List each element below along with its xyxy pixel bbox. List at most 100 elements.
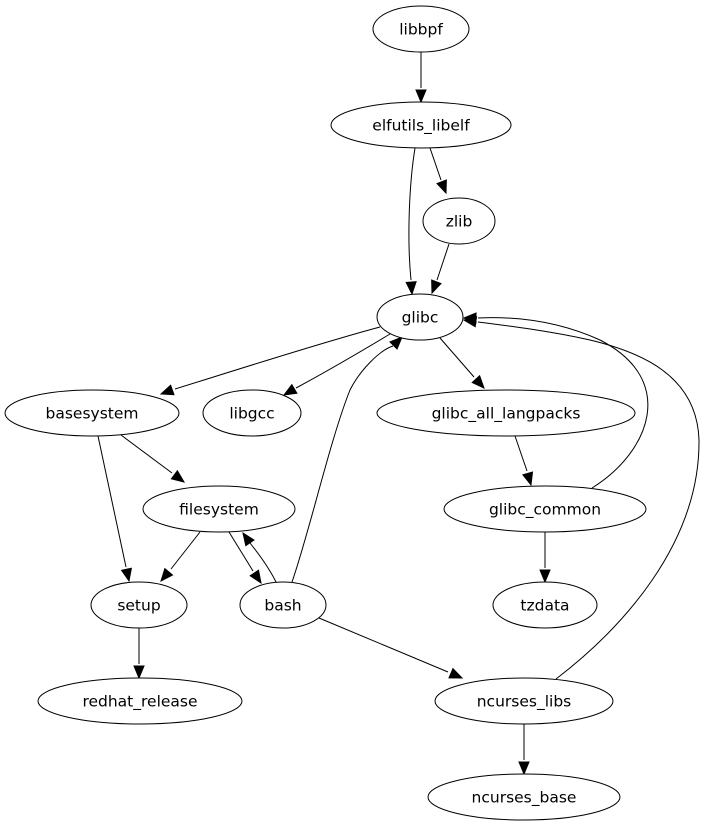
node-ellipse <box>427 773 621 821</box>
edge-line <box>477 321 700 680</box>
node-label: tzdata <box>520 597 569 615</box>
node-ncurses-base: ncurses_base <box>427 773 621 821</box>
edge-line <box>170 531 201 570</box>
edge-zlib-to-glibc <box>431 243 450 295</box>
arrowhead-icon <box>415 89 427 104</box>
node-ellipse <box>37 677 243 725</box>
node-label: basesystem <box>46 405 139 423</box>
arrowhead-icon <box>133 665 145 680</box>
arrowhead-icon <box>462 316 478 328</box>
edge-elfutils_libelf-to-glibc <box>405 147 417 296</box>
edge-line <box>174 326 381 390</box>
node-ellipse <box>422 197 496 245</box>
node-libbpf: libbpf <box>372 5 470 53</box>
edge-line <box>439 337 475 378</box>
edge-line <box>477 317 649 489</box>
edge-glibc-to-glibc_all_langpacks <box>439 337 485 389</box>
arrowhead-icon <box>522 471 534 487</box>
node-ellipse <box>330 101 512 149</box>
node-label: bash <box>264 597 301 615</box>
arrowhead-icon <box>436 179 447 195</box>
node-label: elfutils_libelf <box>372 117 470 136</box>
edge-line <box>97 435 127 568</box>
arrowhead-icon <box>242 531 255 547</box>
node-ellipse <box>443 485 647 533</box>
node-glibc-all-langpacks: glibc_all_langpacks <box>376 389 636 437</box>
edge-libbpf-to-elfutils_libelf <box>415 52 427 104</box>
edge-bash-to-ncurses_libs <box>318 617 464 679</box>
node-label: zlib <box>446 213 473 231</box>
node-label: glibc_all_langpacks <box>432 405 581 424</box>
node-ellipse <box>202 389 302 437</box>
node-label: libgcc <box>229 405 274 423</box>
arrowhead-icon <box>405 281 417 296</box>
node-zlib: zlib <box>422 197 496 245</box>
arrowhead-icon <box>431 279 442 295</box>
edge-glibc_common-to-tzdata <box>539 532 551 584</box>
node-ncurses-libs: ncurses_libs <box>434 677 614 725</box>
node-glibc: glibc <box>376 293 464 341</box>
edge-line <box>429 147 442 181</box>
node-ellipse <box>434 677 614 725</box>
arrowhead-icon <box>389 336 403 350</box>
edge-glibc-to-libgcc <box>282 333 391 396</box>
node-filesystem: filesystem <box>142 485 296 533</box>
node-label: redhat_release <box>82 693 197 712</box>
node-ellipse <box>142 485 296 533</box>
edge-line <box>318 617 449 673</box>
node-ellipse <box>492 581 598 629</box>
node-ellipse <box>4 389 180 437</box>
node-ellipse <box>372 5 470 53</box>
edges-layer <box>97 52 700 776</box>
edge-line <box>249 542 277 583</box>
edge-line <box>295 333 391 389</box>
node-setup: setup <box>90 581 188 629</box>
edge-bash-to-glibc <box>291 336 403 583</box>
node-redhat-release: redhat_release <box>37 677 243 725</box>
edge-line <box>291 345 394 583</box>
node-label: glibc <box>402 309 439 327</box>
edge-glibc-to-basesystem <box>159 326 381 396</box>
edge-line <box>514 435 528 472</box>
edge-filesystem-to-setup <box>160 531 201 582</box>
node-ellipse <box>90 581 188 629</box>
arrowhead-icon <box>249 569 262 585</box>
node-label: ncurses_libs <box>477 693 572 712</box>
node-label: filesystem <box>179 501 259 519</box>
arrowhead-icon <box>120 567 133 583</box>
edge-ncurses_libs-to-ncurses_base <box>518 724 530 776</box>
node-ellipse <box>376 389 636 437</box>
node-bash: bash <box>239 581 327 629</box>
node-libgcc: libgcc <box>202 389 302 437</box>
edge-filesystem-to-bash <box>228 531 262 585</box>
edge-line <box>228 531 254 572</box>
arrowhead-icon <box>159 384 175 396</box>
node-ellipse <box>376 293 464 341</box>
node-ellipse <box>239 581 327 629</box>
node-label: setup <box>117 597 160 615</box>
edge-ncurses_libs-to-glibc <box>462 316 700 680</box>
node-basesystem: basesystem <box>4 389 180 437</box>
edge-basesystem-to-filesystem <box>120 434 186 483</box>
edge-line <box>408 147 416 281</box>
edge-setup-to-redhat_release <box>133 628 145 680</box>
edge-line <box>120 434 173 474</box>
node-label: glibc_common <box>489 501 601 520</box>
node-elfutils-libelf: elfutils_libelf <box>330 101 512 149</box>
arrowhead-icon <box>170 469 186 483</box>
edge-bash-to-filesystem <box>242 531 277 583</box>
edge-basesystem-to-setup <box>97 435 133 583</box>
arrowhead-icon <box>448 667 464 679</box>
edge-elfutils_libelf-to-zlib <box>429 147 447 195</box>
edge-glibc_all_langpacks-to-glibc_common <box>514 435 534 487</box>
node-label: libbpf <box>399 21 443 39</box>
edge-line <box>436 243 450 281</box>
arrowhead-icon <box>282 383 298 396</box>
arrowhead-icon <box>471 374 485 389</box>
node-glibc-common: glibc_common <box>443 485 647 533</box>
node-label: ncurses_base <box>472 789 577 808</box>
arrowhead-icon <box>539 569 551 584</box>
node-tzdata: tzdata <box>492 581 598 629</box>
